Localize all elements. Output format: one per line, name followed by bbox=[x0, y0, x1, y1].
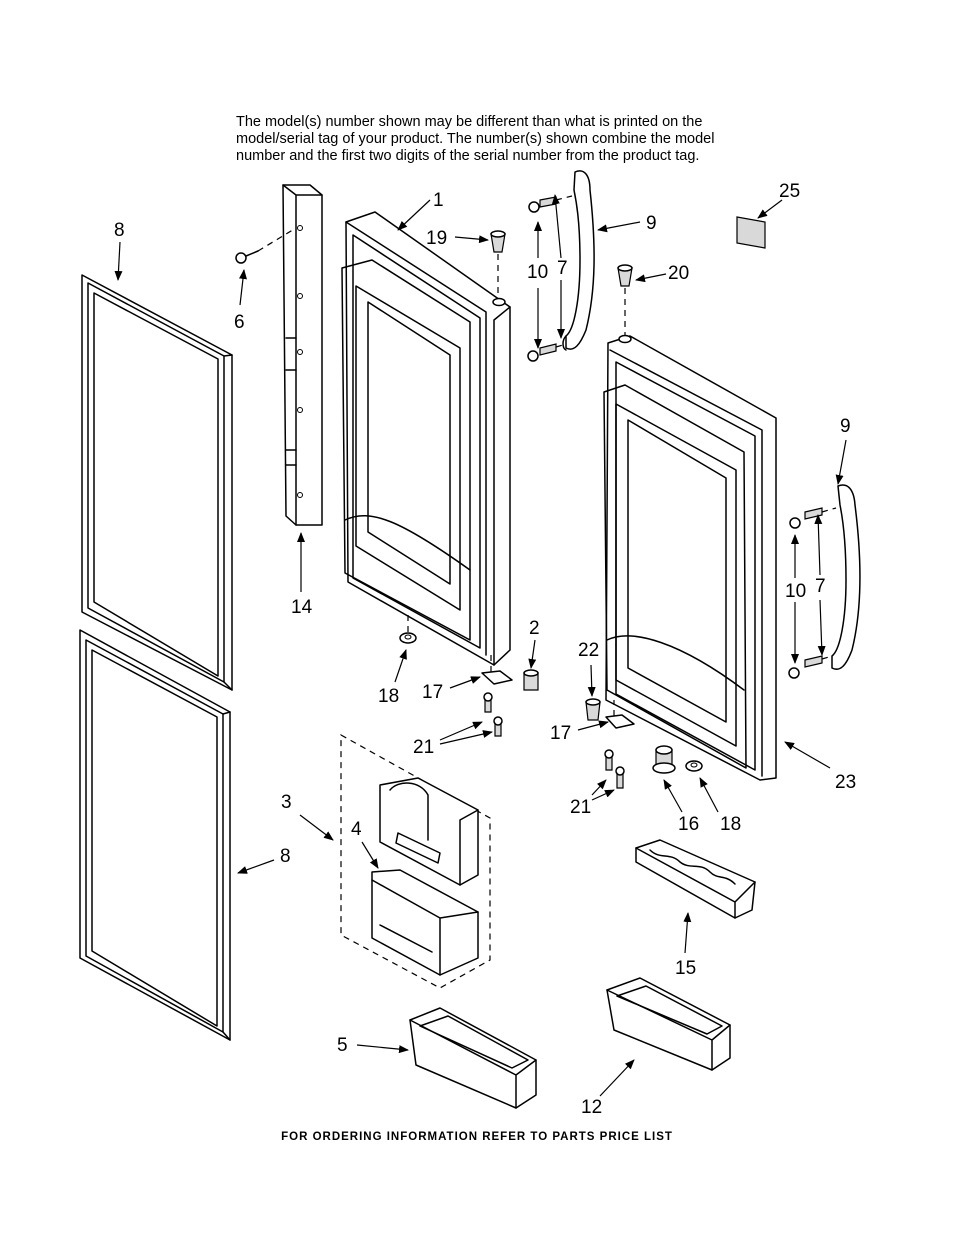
callout-8-upper: 8 bbox=[114, 220, 125, 241]
callout-25: 25 bbox=[779, 181, 800, 202]
part-1-upper-door bbox=[341, 211, 511, 666]
callout-17-right: 17 bbox=[550, 723, 571, 744]
part-23-lower-door bbox=[603, 334, 777, 781]
part-12-door-bin bbox=[606, 977, 731, 1071]
callout-17-left: 17 bbox=[422, 682, 443, 703]
callout-9-lower: 9 bbox=[840, 416, 851, 437]
callout-labels: 1 19 10 7 9 25 20 8 6 14 9 10 7 2 22 18 … bbox=[114, 181, 856, 1118]
notice-line-1: The model(s) number shown may be differe… bbox=[236, 114, 703, 130]
callout-10-lower: 10 bbox=[785, 581, 806, 602]
callout-5: 5 bbox=[337, 1035, 348, 1056]
callout-3: 3 bbox=[281, 792, 292, 813]
ordering-footer: FOR ORDERING INFORMATION REFER TO PARTS … bbox=[281, 1131, 673, 1143]
part-17-hinge-left bbox=[481, 655, 513, 685]
part-3-dairy-assembly bbox=[340, 733, 491, 989]
callout-4: 4 bbox=[351, 819, 362, 840]
part-21-screws-left bbox=[483, 692, 503, 737]
callout-15: 15 bbox=[675, 958, 696, 979]
part-18-washer-right bbox=[685, 760, 703, 772]
callout-23: 23 bbox=[835, 772, 856, 793]
part-21-screws-right bbox=[604, 749, 625, 789]
part-8-lower-gasket bbox=[79, 629, 231, 1041]
callout-19: 19 bbox=[426, 228, 447, 249]
callout-22: 22 bbox=[578, 640, 599, 661]
part-5-door-bin bbox=[409, 1007, 537, 1109]
callout-21-right: 21 bbox=[570, 797, 591, 818]
part-4-dairy-door bbox=[379, 777, 479, 886]
part-16-hinge-post bbox=[652, 745, 676, 774]
model-number-notice: The model(s) number shown may be differe… bbox=[236, 114, 756, 165]
notice-line-3: number and the first two digits of the s… bbox=[236, 148, 700, 164]
leader-lines bbox=[114, 194, 847, 1097]
callout-10-upper: 10 bbox=[527, 262, 548, 283]
callout-18-left: 18 bbox=[378, 686, 399, 707]
callout-14: 14 bbox=[291, 597, 313, 618]
part-17-hinge-right bbox=[605, 700, 635, 729]
callout-6: 6 bbox=[234, 312, 245, 333]
part-15-egg-tray bbox=[635, 839, 756, 919]
callout-7-upper: 7 bbox=[557, 258, 568, 279]
notice-line-2: model/serial tag of your product. The nu… bbox=[236, 131, 715, 147]
part-14-hinge-strip bbox=[282, 184, 323, 526]
callout-9-upper: 9 bbox=[646, 213, 657, 234]
callout-20: 20 bbox=[668, 263, 689, 284]
callout-1: 1 bbox=[433, 190, 444, 211]
part-22-bushing bbox=[585, 698, 601, 721]
part-19-bushing bbox=[490, 230, 506, 296]
callout-8-lower: 8 bbox=[280, 846, 291, 867]
callout-12: 12 bbox=[581, 1097, 602, 1118]
part-20-bushing bbox=[617, 264, 633, 335]
callout-16: 16 bbox=[678, 814, 699, 835]
part-4-dairy-bin bbox=[371, 869, 479, 976]
part-25-label bbox=[736, 216, 766, 249]
callout-21-left: 21 bbox=[413, 737, 434, 758]
part-6-screw bbox=[235, 227, 297, 264]
part-2-hinge-pin bbox=[523, 669, 539, 691]
part-18-washer-left bbox=[399, 612, 417, 644]
part-9-upper-handle bbox=[527, 170, 595, 362]
callout-2: 2 bbox=[529, 618, 540, 639]
part-8-upper-gasket bbox=[81, 274, 233, 691]
callout-7-lower: 7 bbox=[815, 576, 826, 597]
part-9-lower-handle bbox=[788, 484, 861, 679]
callout-18-right: 18 bbox=[720, 814, 741, 835]
